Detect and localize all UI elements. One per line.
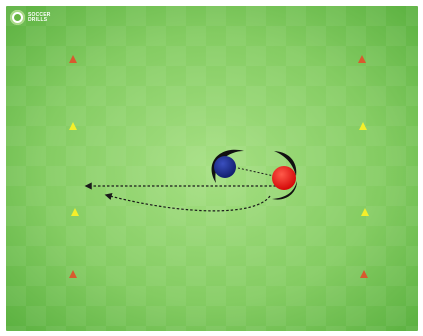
logo-line-2: DRILLS	[28, 16, 48, 23]
soccer-ball-icon	[10, 10, 25, 25]
cone-lower-right	[361, 208, 369, 216]
cone-top-right	[358, 55, 366, 63]
cones-group	[69, 55, 369, 278]
player-link	[237, 167, 275, 177]
player-blue	[211, 149, 244, 183]
player-red	[272, 151, 297, 200]
player-red-swirl-top	[274, 151, 297, 176]
logo-text: SOCCER DRILLS	[28, 11, 51, 23]
logo-line-1: SOCCER	[28, 11, 51, 18]
cone-bottom-right	[360, 270, 368, 278]
cone-lower-left	[71, 208, 79, 216]
cone-upper-right	[359, 122, 367, 130]
logo: SOCCER DRILLS	[10, 10, 51, 25]
cone-upper-left	[69, 122, 77, 130]
cone-top-left	[69, 55, 77, 63]
player-red-body	[272, 166, 296, 190]
cone-bottom-left	[69, 270, 77, 278]
player-blue-body	[214, 156, 236, 178]
soccer-field: SOCCER DRILLS	[6, 6, 418, 331]
pitch-canvas	[6, 6, 418, 331]
run-arrow	[104, 192, 271, 212]
